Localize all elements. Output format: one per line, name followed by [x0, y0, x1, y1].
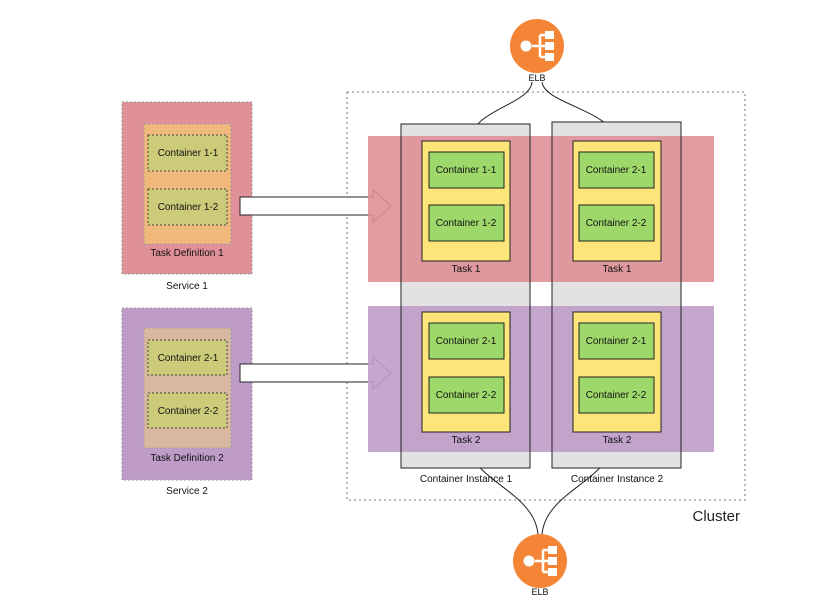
service-2-band — [368, 306, 714, 452]
task-label: Task 2 — [603, 435, 632, 446]
task-container-box — [578, 151, 655, 189]
elb-bottom-label: ELB — [531, 587, 548, 597]
task-instance-1-service-2: Container 2-1 Container 2-2 Task 2 — [421, 311, 511, 446]
task-container-label: Container 2-2 — [586, 218, 647, 229]
task-instance-2-service-2: Container 2-1 Container 2-2 Task 2 — [572, 311, 662, 446]
load-balancer-icon — [508, 17, 566, 75]
task-def-2-container-2 — [147, 392, 228, 429]
cluster-label: Cluster — [692, 508, 740, 525]
elb-top-label: ELB — [528, 73, 545, 83]
task-container-label: Container 2-1 — [436, 336, 497, 347]
cluster-boundary — [346, 91, 746, 501]
task-container-box — [428, 376, 505, 414]
service-2: Container 2-1 Container 2-2 Task Definit… — [121, 307, 253, 497]
elb-top: ELB — [508, 17, 566, 83]
service-1-band — [368, 136, 714, 282]
container-instance-2-outline — [551, 121, 682, 469]
task-container-box — [428, 322, 505, 360]
task-container-label: Container 1-2 — [436, 218, 497, 229]
task-label: Task 1 — [452, 264, 481, 275]
container-instance-2-label: Container Instance 2 — [571, 474, 664, 485]
task-container-box — [428, 204, 505, 242]
task-container-box — [578, 204, 655, 242]
container-instance-1-outline — [400, 123, 531, 469]
task-definition-2-label: Task Definition 2 — [150, 453, 224, 464]
task-container-box — [578, 322, 655, 360]
task-label: Task 2 — [452, 435, 481, 446]
task-def-2-container-1 — [147, 339, 228, 376]
task-container-label: Container 2-2 — [436, 390, 497, 401]
task-container-label: Container 2-1 — [586, 336, 647, 347]
service-1: Container 1-1 Container 1-2 Task Definit… — [121, 101, 253, 292]
task-def-1-container-1 — [147, 134, 228, 172]
service-2-label: Service 2 — [166, 486, 208, 497]
task-container-label: Container 2-1 — [586, 165, 647, 176]
task-def-2-container-1-label: Container 2-1 — [158, 353, 219, 364]
task-instance-1-service-1: Container 1-1 Container 1-2 Task 1 — [421, 140, 511, 275]
task-label: Task 1 — [603, 264, 632, 275]
task-def-2-container-2-label: Container 2-2 — [158, 406, 219, 417]
task-container-label: Container 2-2 — [586, 390, 647, 401]
task-def-1-container-2 — [147, 188, 228, 226]
container-instance-1-label: Container Instance 1 — [420, 474, 513, 485]
task-container-box — [428, 151, 505, 189]
task-def-1-container-2-label: Container 1-2 — [158, 202, 219, 213]
load-balancer-icon — [511, 532, 569, 590]
task-definition-1-label: Task Definition 1 — [150, 248, 224, 259]
task-container-label: Container 1-1 — [436, 165, 497, 176]
task-def-1-container-1-label: Container 1-1 — [158, 148, 219, 159]
task-container-box — [578, 376, 655, 414]
task-instance-2-service-1: Container 2-1 Container 2-2 Task 1 — [572, 140, 662, 275]
elb-bottom: ELB — [511, 532, 569, 597]
service-1-label: Service 1 — [166, 281, 208, 292]
